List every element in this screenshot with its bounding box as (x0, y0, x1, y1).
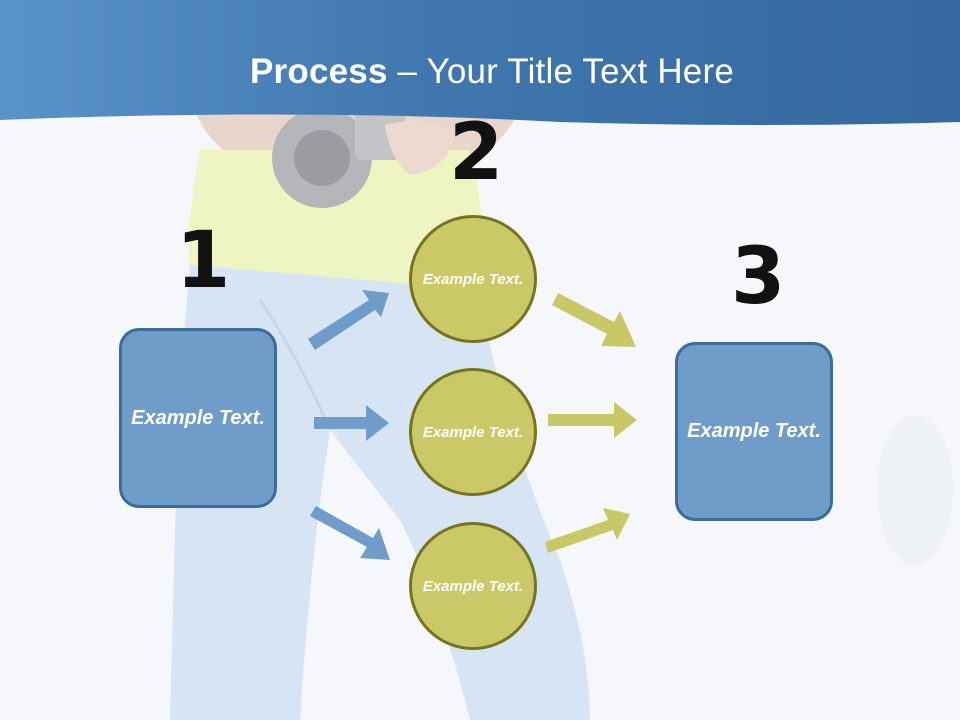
arrow-blue-right (314, 405, 389, 441)
arrow-olive-right (548, 402, 637, 438)
step-3-box: Example Text. (675, 342, 833, 521)
step-2-circle-3: Example Text. (409, 522, 537, 650)
header-band (0, 0, 960, 125)
step-2-circle-2: Example Text. (409, 368, 537, 496)
slide-title: Process – Your Title Text Here (0, 52, 960, 92)
step-2-circle-1: Example Text. (409, 215, 537, 343)
step-1-box: Example Text. (119, 328, 277, 508)
arrow-olive-up (545, 508, 630, 553)
arrow-olive-down (552, 293, 636, 347)
arrow-blue-down (310, 506, 390, 560)
title-rest: – Your Title Text Here (387, 52, 734, 91)
arrow-blue-up (308, 290, 389, 350)
step-number-3: 3 (731, 232, 786, 322)
title-bold: Process (250, 52, 388, 91)
step-number-2: 2 (449, 108, 504, 198)
step-number-1: 1 (176, 216, 231, 306)
